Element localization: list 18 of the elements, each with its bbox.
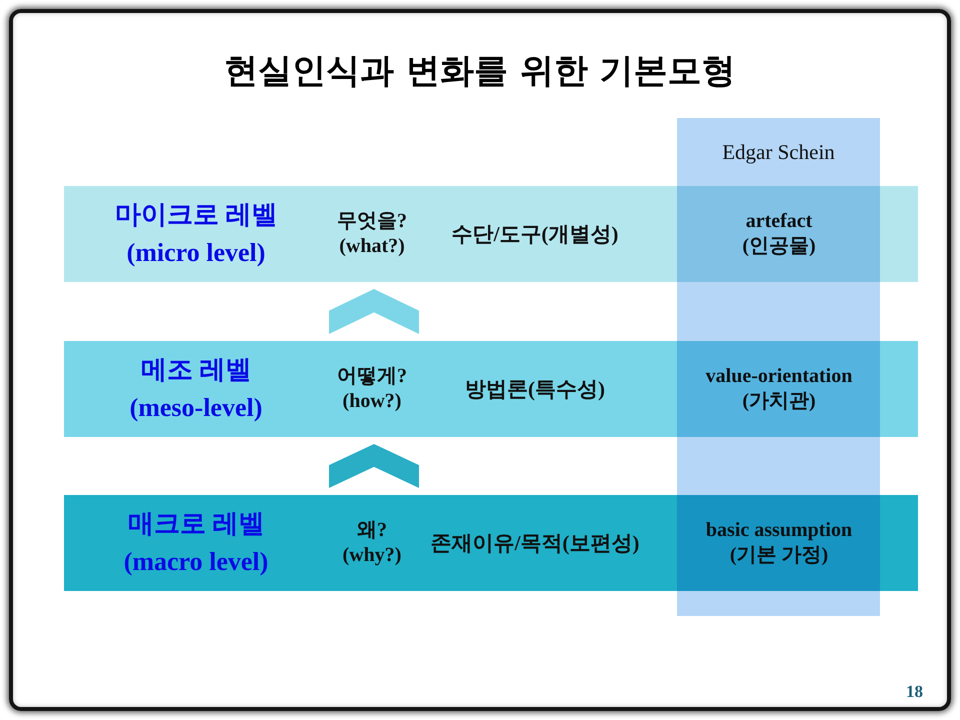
level-name: 마이크로 레벨 (micro level) xyxy=(114,199,278,269)
column-heading: Edgar Schein xyxy=(722,139,835,166)
culture-level-text: value-orientation (가치관) xyxy=(704,364,854,414)
chevron-arrow xyxy=(329,289,419,334)
means-text: 존재이유/목적(보편성) xyxy=(430,530,640,557)
question-text: 왜? (why?) xyxy=(342,518,402,568)
means-text: 수단/도구(개별성) xyxy=(452,221,618,248)
question-text: 어떻게? (how?) xyxy=(337,364,407,414)
level-name: 메조 레벨 (meso-level) xyxy=(128,354,264,424)
culture-level-text: basic assumption (기본 가정) xyxy=(704,518,854,568)
level-name: 매크로 레벨 (macro level) xyxy=(122,508,270,578)
question-text: 무엇을? (what?) xyxy=(337,209,407,259)
page-number: 18 xyxy=(906,682,923,702)
title: 현실인식과 변화를 위한 기본모형 xyxy=(224,51,736,91)
culture-level-text: artefact (인공물) xyxy=(741,209,817,259)
means-text: 방법론(특수성) xyxy=(465,376,605,403)
chevron-arrow xyxy=(329,444,419,488)
schein-column xyxy=(677,118,880,616)
